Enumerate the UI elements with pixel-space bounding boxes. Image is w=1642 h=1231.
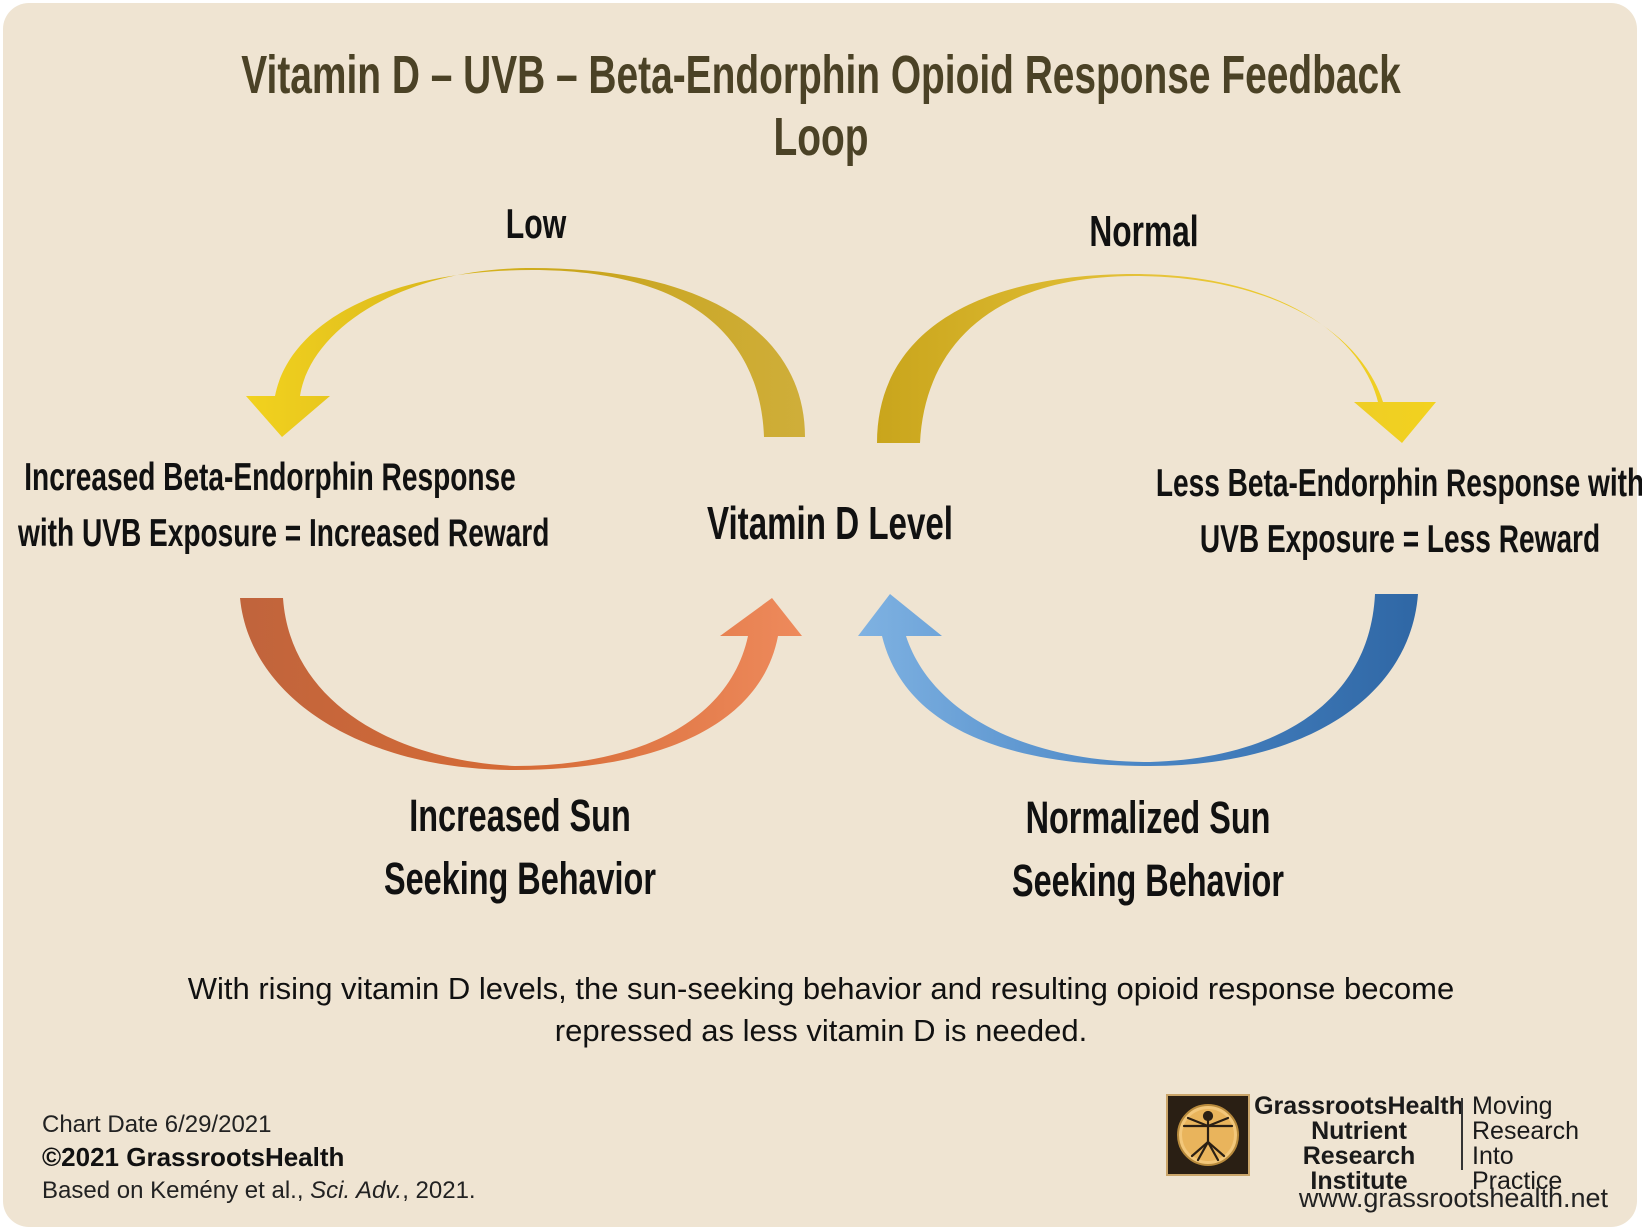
left-behavior-line2: Seeking Behavior	[384, 853, 656, 904]
left-response-line2: with UVB Exposure = Increased Reward	[17, 512, 550, 555]
logo-tag-line3: Into Practice	[1472, 1142, 1563, 1195]
logo-tag-line1: Moving	[1472, 1092, 1553, 1120]
vitamin-d-level-label: Vitamin D Level	[706, 497, 954, 549]
caption-line2: repressed as less vitamin D is needed.	[554, 1013, 1088, 1048]
logo-divider	[1461, 1098, 1463, 1170]
diagram-title: Vitamin D – UVB – Beta-Endorphin Opioid …	[241, 45, 1401, 167]
right-top-label: Normal	[1089, 207, 1199, 256]
vitruvian-man-icon	[1166, 1094, 1250, 1176]
source-citation: Based on Kemény et al., Sci. Adv., 2021.	[42, 1174, 476, 1207]
right-response-line1: Less Beta-Endorphin Response with	[1155, 462, 1642, 505]
logo-name-line3: Research Institute	[1302, 1142, 1416, 1195]
citation-suffix: , 2021.	[402, 1177, 476, 1204]
right-response-line2: UVB Exposure = Less Reward	[1199, 518, 1601, 561]
left-behavior-line1: Increased Sun	[409, 790, 631, 841]
logo-name-line2: Nutrient	[1311, 1117, 1407, 1145]
logo-name-line1: GrassrootsHealth	[1254, 1092, 1464, 1120]
caption: With rising vitamin D levels, the sun-se…	[100, 968, 1542, 1052]
left-bottom-arrow	[240, 598, 802, 770]
left-response-line1: Increased Beta-Endorphin Response	[24, 456, 516, 499]
logo-tagline: Moving Research Into Practice	[1472, 1094, 1579, 1194]
right-top-arrow	[877, 274, 1436, 443]
right-bottom-arrow	[858, 594, 1418, 766]
left-top-label: Low	[505, 200, 567, 247]
right-behavior-line1: Normalized Sun	[1025, 792, 1271, 843]
citation-prefix: Based on Kemény et al.,	[42, 1177, 311, 1204]
chart-date: Chart Date 6/29/2021	[42, 1111, 272, 1138]
logo-name: GrassrootsHealth Nutrient Research Insti…	[1254, 1094, 1464, 1194]
copyright: ©2021 GrassrootsHealth	[42, 1142, 345, 1172]
left-top-arrow	[246, 268, 805, 437]
website-link[interactable]: www.grassrootshealth.net	[1298, 1183, 1608, 1213]
right-behavior-line2: Seeking Behavior	[1012, 855, 1284, 906]
citation-journal: Sci. Adv.	[310, 1177, 403, 1204]
logo-tag-line2: Research	[1472, 1117, 1579, 1145]
caption-line1: With rising vitamin D levels, the sun-se…	[187, 971, 1455, 1006]
footer-credits: Chart Date 6/29/2021 ©2021 GrassrootsHea…	[42, 1108, 476, 1207]
